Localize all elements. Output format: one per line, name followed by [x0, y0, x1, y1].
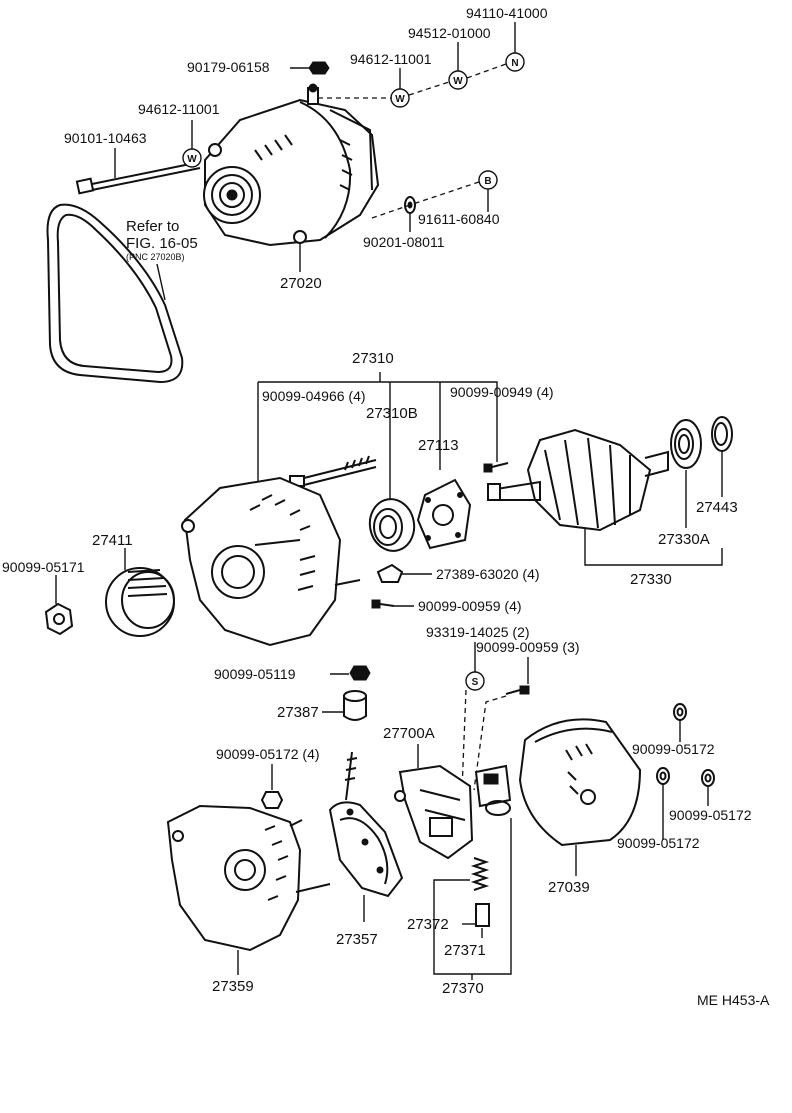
label-90201-08011: 90201-08011	[363, 234, 445, 250]
brush-icon	[475, 903, 490, 927]
nut-90099-05119-icon	[349, 665, 371, 681]
drive-end-frame-icon	[181, 476, 361, 647]
label-91611-60840: 91611-60840	[418, 211, 500, 227]
rotor-icon	[487, 428, 669, 532]
label-90099-00949: 90099-00949 (4)	[450, 384, 554, 400]
label-27039: 27039	[548, 879, 590, 896]
label-90099-05172: 90099-05172	[669, 807, 752, 823]
screw-90099-00959-icon	[371, 599, 395, 609]
bearing-27330a-icon	[670, 419, 702, 469]
label-90099-04966: 90099-04966 (4)	[262, 388, 366, 404]
symbol-w-icon: W	[182, 148, 202, 168]
svg-text:W: W	[395, 94, 405, 105]
bearing-27310b-icon	[368, 498, 416, 552]
label-27371: 27371	[444, 942, 486, 959]
through-bolt-icon	[289, 455, 377, 487]
label-90099-05172: 90099-05172	[617, 835, 700, 851]
nut-90099-05172-icon	[673, 703, 687, 721]
symbol-w-icon: W	[448, 70, 468, 90]
label-27310: 27310	[352, 350, 394, 367]
label-27372: 27372	[407, 916, 449, 933]
brush-spring-icon	[470, 857, 490, 891]
label-90179-06158: 90179-06158	[187, 59, 270, 75]
brush-holder-icon	[474, 764, 512, 816]
svg-text:B: B	[484, 176, 491, 187]
symbol-w-icon: W	[390, 88, 410, 108]
label-27310b: 27310B	[366, 405, 418, 422]
rectifier-holder-icon	[328, 751, 404, 898]
rear-end-cover-icon	[518, 718, 642, 847]
nut-90099-05172-icon	[701, 769, 715, 787]
label-94512-01000: 94512-01000	[408, 25, 491, 41]
label-90099-05172-4: 90099-05172 (4)	[216, 746, 320, 762]
pulley-icon	[105, 567, 175, 637]
label-94110-41000: 94110-41000	[466, 5, 548, 21]
svg-text:N: N	[511, 58, 518, 69]
label-93319-14025: 93319-14025 (2)	[426, 624, 530, 640]
label-27020: 27020	[280, 275, 322, 292]
label-94612-11001: 94612-11001	[138, 101, 220, 117]
label-27113: 27113	[418, 437, 459, 454]
svg-text:W: W	[187, 154, 197, 165]
nut-90099-05172-icon	[656, 767, 670, 785]
svg-text:S: S	[472, 677, 479, 688]
label-27370: 27370	[442, 980, 484, 997]
symbol-n-icon: N	[505, 52, 525, 72]
terminal-insulator-icon	[343, 690, 367, 721]
label-27330a: 27330A	[658, 531, 710, 548]
label-27387: 27387	[277, 704, 319, 721]
symbol-s-icon: S	[465, 671, 485, 691]
screw-90099-00949-icon	[483, 462, 509, 473]
refer-fig-text: FIG. 16-05	[126, 235, 198, 252]
label-90099-00959: 90099-00959 (4)	[418, 598, 522, 614]
label-94612-11001: 94612-11001	[350, 51, 432, 67]
voltage-regulator-icon	[394, 764, 474, 860]
label-27411: 27411	[92, 532, 133, 549]
retainer-plate-icon	[416, 478, 472, 550]
bearing-cover-icon	[711, 416, 733, 452]
illustration-code: ME H453-A	[697, 992, 770, 1008]
label-27357: 27357	[336, 931, 378, 948]
svg-text:W: W	[453, 76, 463, 87]
label-27330: 27330	[630, 571, 672, 588]
nut-90099-05172-icon	[260, 791, 284, 809]
label-90099-05171: 90099-05171	[2, 559, 85, 575]
symbol-b-icon: B	[478, 170, 498, 190]
rectifier-end-frame-icon	[166, 804, 331, 952]
label-27700a: 27700A	[383, 725, 435, 742]
v-belt	[46, 203, 184, 384]
nut-90179-icon	[308, 61, 330, 75]
label-90099-05119: 90099-05119	[214, 666, 296, 682]
nut-90099-05171-icon	[44, 602, 74, 636]
long-bolt-icon	[75, 161, 201, 195]
label-27443: 27443	[696, 499, 738, 516]
refer-pnc-text: (PNC 27020B)	[126, 252, 185, 262]
label-90099-00959: 90099-00959 (3)	[476, 639, 580, 655]
label-90101-10463: 90101-10463	[64, 130, 147, 146]
label-90099-05172: 90099-05172	[632, 741, 715, 757]
alternator-assembly-icon	[203, 83, 380, 247]
label-27389-63020: 27389-63020 (4)	[436, 566, 540, 582]
refer-to-text: Refer to	[126, 218, 179, 235]
screw-90099-00959-icon	[505, 685, 530, 695]
label-27359: 27359	[212, 978, 254, 995]
insulator-27389-icon	[376, 563, 404, 583]
